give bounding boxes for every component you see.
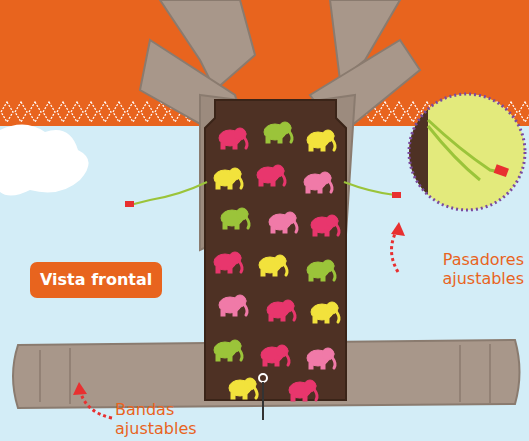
part-label: Bandas ajustables — [115, 400, 225, 438]
part-label: Pasadores ajustables — [412, 250, 524, 288]
view-title: Vista frontal — [40, 270, 152, 289]
view-label-box: Vista frontal — [30, 262, 162, 298]
